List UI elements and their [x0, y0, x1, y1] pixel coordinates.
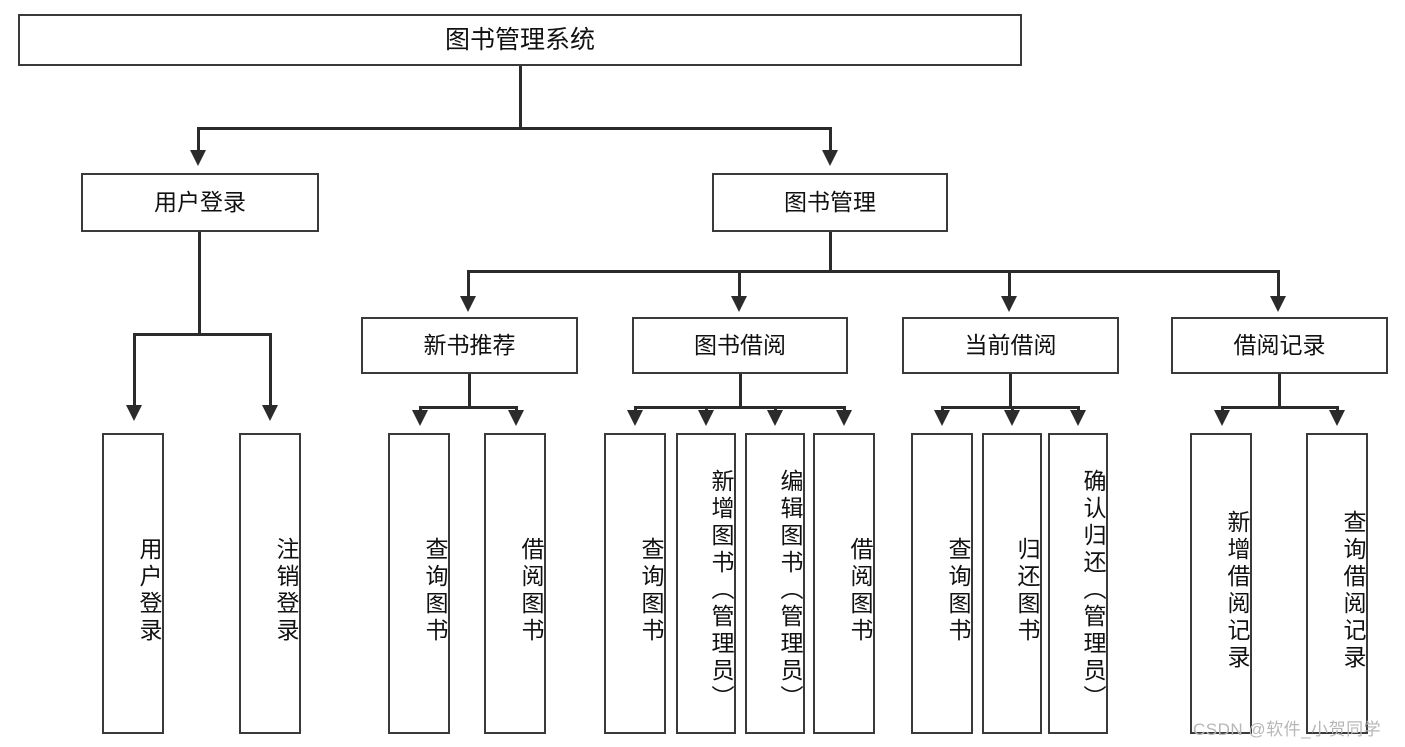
arrowhead-leaf-borrow-record-2 [1329, 410, 1345, 426]
leaf-book-borrow-borrow[interactable]: 借阅图书 [813, 433, 875, 734]
leaf-book-borrow-edit[interactable]: 编辑图书（管理员） [745, 433, 805, 734]
leaf-new-book-query[interactable]: 查询图书 [388, 433, 450, 734]
node-book-manage[interactable]: 图书管理 [712, 173, 948, 232]
arrowhead-user-login [190, 150, 206, 166]
arrowhead-leaf-book-borrow-1 [627, 410, 643, 426]
edge-user-login-drop-2 [269, 333, 272, 409]
edge-root-bus [197, 127, 832, 130]
edge-user-login-drop-1 [133, 333, 136, 409]
leaf-label: 编辑图书（管理员） [777, 469, 803, 712]
edge-current-borrow-bus [941, 406, 1080, 409]
arrowhead-leaf-book-borrow-4 [836, 410, 852, 426]
leaf-label: 新增借阅记录 [1224, 509, 1250, 672]
arrowhead-book-borrow [731, 296, 747, 312]
leaf-label: 查询图书 [422, 536, 448, 645]
arrowhead-current-borrow [1001, 296, 1017, 312]
edge-book-manage-drop-1 [467, 270, 470, 300]
leaf-label: 查询图书 [638, 536, 664, 645]
edge-current-borrow-stem [1009, 374, 1012, 408]
edge-book-manage-drop-2 [738, 270, 741, 300]
edge-user-login-bus [133, 333, 271, 336]
leaf-label: 新增图书（管理员） [708, 469, 734, 712]
arrowhead-book-manage [822, 150, 838, 166]
edge-root-to-user-login [197, 127, 200, 154]
leaf-label: 查询图书 [945, 536, 971, 645]
arrowhead-leaf-user-login-1 [126, 405, 142, 421]
node-borrow-record[interactable]: 借阅记录 [1171, 317, 1388, 374]
node-book-borrow[interactable]: 图书借阅 [632, 317, 848, 374]
arrowhead-leaf-new-book-1 [412, 410, 428, 426]
node-root-system[interactable]: 图书管理系统 [18, 14, 1022, 66]
arrowhead-leaf-user-login-2 [262, 405, 278, 421]
edge-book-borrow-bus [634, 406, 846, 409]
edge-new-book-bus [419, 406, 518, 409]
arrowhead-leaf-borrow-record-1 [1214, 410, 1230, 426]
leaf-user-login-logout[interactable]: 注销登录 [239, 433, 301, 734]
leaf-current-borrow-confirm[interactable]: 确认归还（管理员） [1048, 433, 1108, 734]
leaf-label: 确认归还（管理员） [1080, 469, 1106, 712]
edge-new-book-stem [468, 374, 471, 408]
node-new-book-recommend[interactable]: 新书推荐 [361, 317, 578, 374]
edge-user-login-stem [198, 232, 201, 335]
leaf-label: 用户登录 [136, 536, 162, 645]
arrowhead-leaf-book-borrow-2 [698, 410, 714, 426]
leaf-label: 查询借阅记录 [1340, 509, 1366, 672]
edge-borrow-record-bus [1221, 406, 1339, 409]
leaf-current-borrow-query[interactable]: 查询图书 [911, 433, 973, 734]
arrowhead-leaf-book-borrow-3 [767, 410, 783, 426]
leaf-label: 借阅图书 [847, 536, 873, 645]
node-current-borrow[interactable]: 当前借阅 [902, 317, 1119, 374]
edge-root-to-book-manage [829, 127, 832, 154]
leaf-label: 归还图书 [1014, 536, 1040, 645]
leaf-new-book-borrow[interactable]: 借阅图书 [484, 433, 546, 734]
leaf-book-borrow-add[interactable]: 新增图书（管理员） [676, 433, 736, 734]
node-user-login[interactable]: 用户登录 [81, 173, 319, 232]
leaf-label: 借阅图书 [518, 536, 544, 645]
leaf-borrow-record-query[interactable]: 查询借阅记录 [1306, 433, 1368, 734]
edge-root-stem [519, 66, 522, 129]
leaf-current-borrow-return[interactable]: 归还图书 [982, 433, 1042, 734]
arrowhead-borrow-record [1270, 296, 1286, 312]
edge-book-manage-stem [829, 232, 832, 272]
arrowhead-leaf-current-borrow-3 [1070, 410, 1086, 426]
arrowhead-leaf-current-borrow-2 [1004, 410, 1020, 426]
arrowhead-leaf-new-book-2 [508, 410, 524, 426]
leaf-book-borrow-query[interactable]: 查询图书 [604, 433, 666, 734]
edge-book-manage-drop-4 [1277, 270, 1280, 300]
arrowhead-leaf-current-borrow-1 [934, 410, 950, 426]
csdn-watermark: CSDN @软件_小贺同学 [1193, 720, 1382, 739]
edge-book-borrow-stem [739, 374, 742, 408]
arrowhead-new-book-recommend [460, 296, 476, 312]
edge-book-manage-bus [467, 270, 1277, 273]
leaf-borrow-record-add[interactable]: 新增借阅记录 [1190, 433, 1252, 734]
edge-book-manage-drop-3 [1008, 270, 1011, 300]
leaf-label: 注销登录 [273, 536, 299, 645]
leaf-user-login-login[interactable]: 用户登录 [102, 433, 164, 734]
edge-borrow-record-stem [1278, 374, 1281, 408]
